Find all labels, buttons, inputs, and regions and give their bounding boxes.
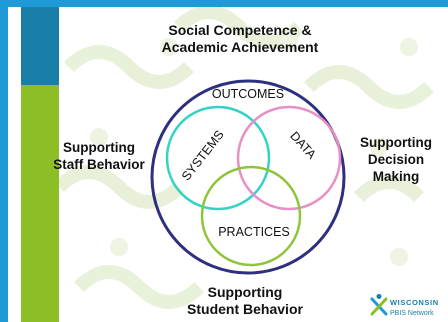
data-label: DATA — [287, 129, 319, 162]
pbis-network-logo-icon: WISCONSIN PBIS Network — [370, 294, 439, 317]
bottom-label-line-1: Supporting — [207, 284, 283, 300]
systems-circle — [165, 105, 271, 211]
background-pattern — [59, 7, 434, 309]
accent-bar-bottom — [21, 85, 59, 322]
practices-label: PRACTICES — [218, 225, 290, 239]
top-label-line-1: Social Competence & — [168, 22, 312, 38]
data-circle — [236, 105, 342, 211]
accent-bar-top — [21, 7, 59, 85]
logo-title: WISCONSIN — [390, 298, 439, 307]
left-label: Supporting Staff Behavior — [44, 139, 154, 173]
top-label: Social Competence & Academic Achievement — [150, 22, 330, 56]
right-label-line-2: Decision — [367, 152, 425, 167]
top-label-line-2: Academic Achievement — [161, 39, 319, 55]
bottom-label: Supporting Student Behavior — [170, 284, 320, 318]
logo-subtitle: PBIS Network — [390, 310, 434, 317]
bottom-label-line-2: Student Behavior — [187, 301, 303, 317]
wisconsin-pbis-logo: WISCONSIN PBIS Network — [368, 293, 446, 320]
left-label-line-1: Supporting — [63, 140, 135, 155]
right-label-line-3: Making — [372, 169, 420, 184]
practices-circle — [200, 165, 302, 267]
right-label-line-1: Supporting — [360, 135, 432, 150]
outcomes-label: OUTCOMES — [212, 87, 284, 101]
left-label-line-2: Staff Behavior — [53, 157, 145, 172]
outcomes-circle — [150, 79, 346, 275]
right-label: Supporting Decision Making — [352, 134, 440, 185]
systems-label: SYSTEMS — [179, 128, 227, 184]
